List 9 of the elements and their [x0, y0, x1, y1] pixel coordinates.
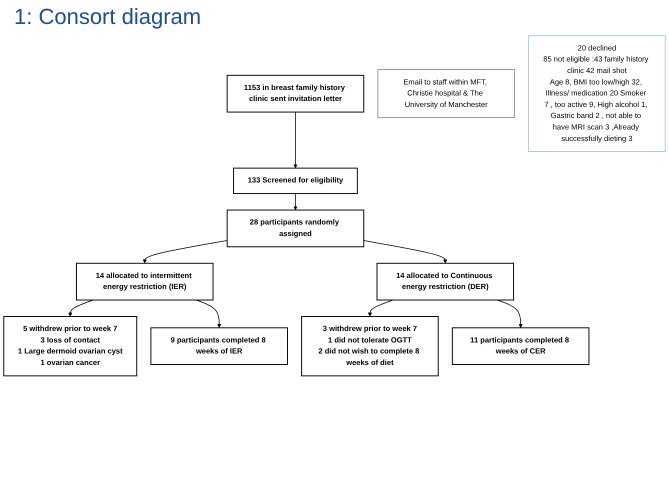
- diagram-title: 1: Consort diagram: [14, 4, 202, 30]
- arrow: [293, 193, 298, 210]
- arrow: [293, 112, 298, 168]
- arrow: [363, 240, 448, 264]
- arrow: [496, 300, 523, 328]
- arrow: [368, 300, 394, 317]
- arrow: [196, 300, 222, 328]
- arrow: [68, 300, 94, 317]
- arrow: [142, 240, 228, 264]
